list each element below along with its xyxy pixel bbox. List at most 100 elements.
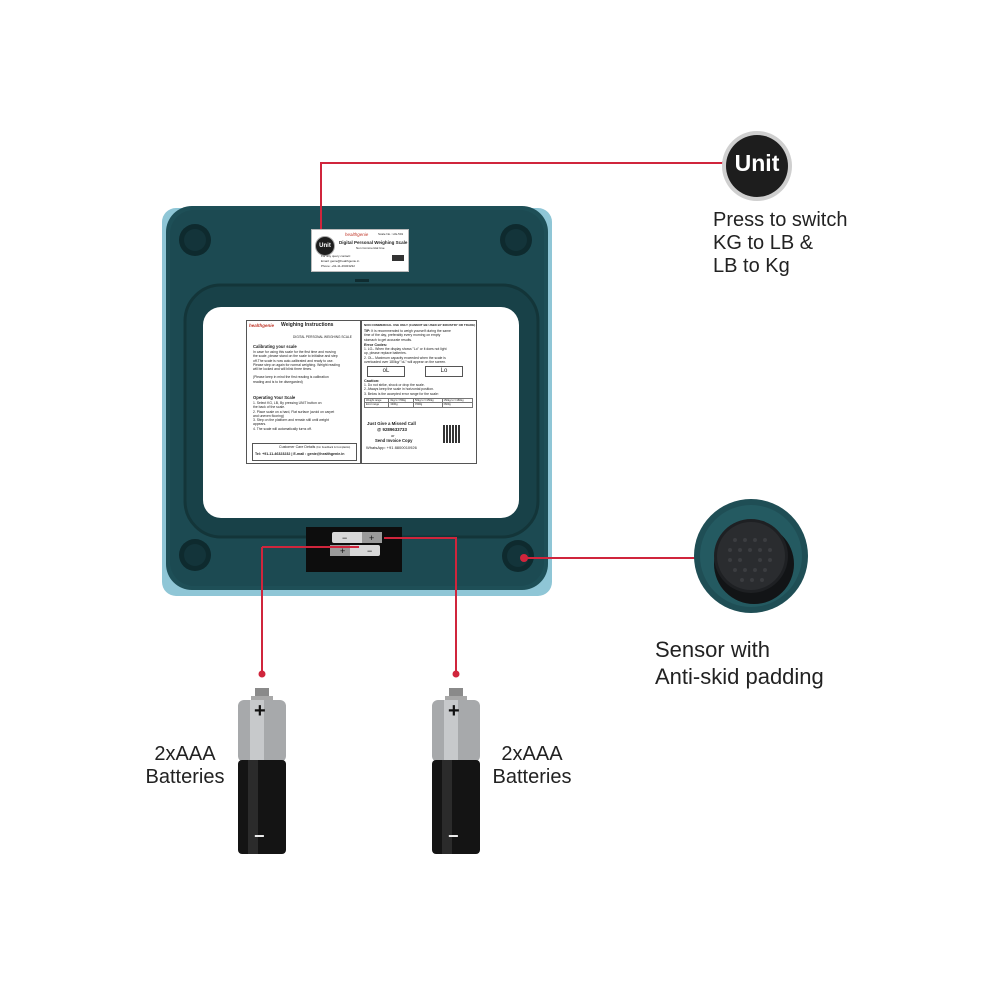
unit-button-on-scale: Unit — [315, 236, 335, 256]
foot-bottom-left — [179, 539, 211, 571]
scale-sticker: Unit healthgenie Scale No.: HG-501 Digit… — [311, 229, 409, 272]
text-line: the scale, please stand on the scale to … — [253, 354, 338, 359]
foot-bottom-right — [502, 540, 534, 572]
table-row: Weight range 0kg<x<=50kg 50kg<x<=150kg 1… — [363, 397, 474, 404]
care-line: Tel: +91-11-46323232 | E-mail : genie@he… — [255, 452, 345, 456]
table-cell: ±400g — [388, 402, 415, 408]
text-line: the back of the scale. — [253, 405, 286, 410]
sticker-email: Email: genie@healthgenie.in — [321, 259, 360, 263]
care-title-text: Customer Care Details — [279, 445, 316, 449]
tip-label: TIP: — [364, 329, 371, 333]
sticker-phone: Phone: +91-11-46323232 — [321, 264, 355, 268]
svg-text:+: + — [340, 546, 345, 556]
battery-right-minus: − — [448, 826, 459, 846]
text-line: 1. LO– When the display shows "Lo" or it… — [364, 347, 447, 351]
battery-left-label: 2xAAA Batteries — [135, 743, 235, 789]
tip-block: TIP: It is recommended to weigh yourself… — [364, 329, 472, 342]
caution-title: Caution: — [364, 379, 380, 383]
unit-callout-line: KG to LB & — [713, 232, 814, 254]
text-line: 1. Do not strike, shock or drop the scal… — [364, 383, 425, 387]
table-cell: Error range — [363, 402, 390, 408]
error-codes-body: 1. LO– When the display shows "Lo" or it… — [364, 347, 474, 364]
table-cell: ±500g — [413, 402, 443, 408]
sticker-brand: healthgenie — [345, 232, 369, 237]
unit-callout-line: LB to Kg — [713, 255, 790, 277]
label-brand: healthgenie — [249, 323, 275, 328]
text-line: 2. Always keep the scale in horizontal p… — [364, 387, 434, 392]
or-text: or — [391, 433, 395, 438]
text-line: It is recommended to weigh yourself duri… — [371, 329, 451, 333]
recycle-marks — [392, 255, 404, 261]
display-ol: oL — [367, 366, 405, 377]
qr-code — [443, 425, 461, 443]
text-line: off.The scale is now auto-calibrated and… — [253, 358, 334, 363]
sensor-zoom-illustration — [694, 499, 808, 613]
sticker-note: Non Commercial Use — [356, 246, 385, 250]
error-codes-title: Error Codes: — [364, 343, 388, 347]
sticker-product: Digital Personal Weighing Scale — [339, 240, 408, 245]
instruction-right-panel: NON COMMERCIAL USE ONLY (CANNOT BE USED … — [360, 320, 477, 464]
text-line: 3. Below is the accepted error range for… — [364, 391, 439, 396]
unit-callout-text: Press to switch KG to LB & LB to Kg — [713, 209, 847, 278]
battery-left-line: Batteries — [145, 766, 225, 788]
operating-body: 1. Select KG, LB, By pressing UNIT butto… — [253, 401, 359, 431]
text-line: time of the day, preferably every mornin… — [364, 333, 441, 338]
sensor-callout-line: Anti-skid padding — [655, 664, 824, 689]
unit-badge: Unit — [734, 150, 780, 176]
text-line: reading and is to be disregarded) — [253, 379, 303, 384]
text-line: 4. The scale will automatically turns of… — [253, 426, 312, 431]
missed-call-title: Just Give a Missed Call — [367, 421, 416, 426]
text-line: Please step on again for normal weighing… — [253, 362, 340, 367]
text-line: (Please keep in mind the first reading i… — [253, 375, 329, 380]
text-line: 2. Place scale on a hard, Flat surface (… — [253, 409, 335, 414]
text-line: 3. Step on the platform and remain still… — [253, 418, 329, 423]
text-line: 2. OL– Maximum capacity exceeded when th… — [364, 355, 446, 360]
battery-right-line: Batteries — [492, 766, 572, 788]
text-line: In case for using this scale for the fir… — [253, 350, 336, 354]
table-cell: 0kg<x<=50kg — [388, 397, 415, 404]
battery-left-line: 2xAAA — [154, 743, 216, 765]
sticker-contact-title: For any query contact: — [321, 254, 351, 258]
operating-title: Operating Your Scale — [253, 395, 296, 400]
text-line: appears. — [253, 422, 267, 427]
text-line: stomach to get accurate results. — [364, 337, 413, 342]
unit-callout-line: Press to switch — [713, 209, 848, 231]
instruction-label: healthgenie Weighing Instructions DIGITA… — [203, 307, 519, 518]
display-lo: Lo — [425, 366, 463, 377]
sensor-callout-line: Sensor with — [655, 637, 770, 662]
battery-right-label: 2xAAA Batteries — [482, 743, 582, 789]
battery-right-line: 2xAAA — [501, 743, 563, 765]
text-line: overloaded over 180kg/ "oL" will appear … — [364, 359, 447, 364]
label-title: Weighing Instructions — [281, 322, 334, 328]
svg-text:−: − — [367, 546, 372, 556]
whatsapp-text: WhatsApp: +91 8800010926 — [366, 445, 417, 450]
svg-text:+: + — [369, 533, 374, 543]
foot-top-left — [179, 224, 211, 256]
care-title-small: (For Feedback & Complaints) — [316, 446, 351, 449]
battery-left-minus: − — [254, 826, 265, 846]
table-row: Error range ±400g ±500g ±600g — [363, 402, 474, 408]
battery-right-illustration — [432, 688, 480, 854]
table-cell: ±600g — [441, 402, 474, 408]
error-range-table: Weight range 0kg<x<=50kg 50kg<x<=150kg 1… — [363, 397, 474, 408]
battery-left-illustration — [238, 688, 286, 854]
missed-call-number: @ 9289633733 — [377, 427, 407, 432]
battery-right-plus: + — [448, 700, 460, 722]
sensor-callout-text: Sensor with Anti-skid padding — [655, 636, 824, 690]
text-line: up, please replace batteries. — [364, 351, 407, 356]
calibrating-title: Calibrating your scale — [253, 344, 297, 349]
invoice-text: Send Invoice Copy — [375, 438, 413, 443]
battery-left-plus: + — [254, 700, 266, 722]
caution-body: 1. Do not strike, shock or drop the scal… — [364, 383, 474, 396]
text-line: will be locked and will blink three time… — [253, 367, 312, 372]
customer-care-box: Customer Care Details (For Feedback & Co… — [252, 443, 357, 461]
text-line: and uneven flooring) — [253, 413, 284, 418]
instruction-left-panel: healthgenie Weighing Instructions DIGITA… — [246, 320, 362, 464]
label-subtitle: DIGITAL PERSONAL WEIGHING SCALE — [293, 335, 352, 339]
calibrating-body: In case for using this scale for the fir… — [253, 350, 359, 384]
svg-text:−: − — [342, 533, 347, 543]
noncommercial-header: NON COMMERCIAL USE ONLY (CANNOT BE USED … — [364, 323, 476, 327]
sticker-model: Scale No.: HG-501 — [378, 232, 404, 236]
unit-badge-illustration — [722, 131, 792, 201]
text-line: 1. Select KG, LB, By pressing UNIT butto… — [253, 401, 322, 405]
